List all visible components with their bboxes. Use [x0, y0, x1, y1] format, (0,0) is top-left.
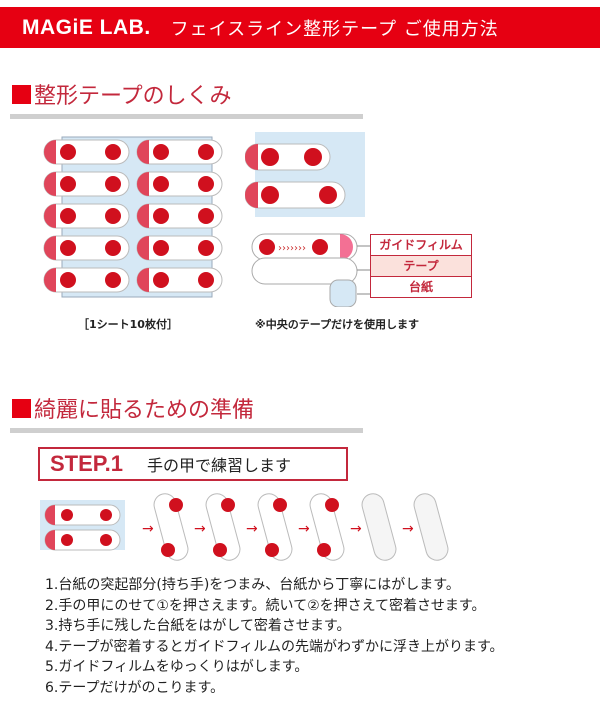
- section-title-text: 整形テープのしくみ: [34, 84, 232, 109]
- page-title: フェイスライン整形テープ ご使用方法: [170, 18, 499, 40]
- layer-illustration: ›››››››: [251, 233, 370, 307]
- tape-piece: [136, 171, 223, 197]
- tape-piece: [43, 267, 130, 293]
- instruction-item: 6.テープだけがのこります。: [45, 679, 225, 696]
- section-title-mechanism: 整形テープのしくみ: [12, 78, 232, 110]
- step-tape-figure: →: [350, 493, 397, 561]
- arrow-right-icon: →: [298, 521, 310, 537]
- step-tape-figure: →: [194, 493, 241, 561]
- peel-illustration: [245, 132, 365, 217]
- svg-text:›››››››: ›››››››: [278, 243, 306, 254]
- instruction-list: 1.台紙の突起部分(持ち手)をつまみ、台紙から丁寧にはがします。 2.手の甲にの…: [45, 575, 504, 699]
- layer-guide-film: ガイドフィルム: [371, 235, 471, 256]
- tape-piece: [43, 171, 130, 197]
- arrow-right-icon: →: [402, 521, 414, 537]
- layer-tape: テープ: [371, 256, 471, 277]
- divider: [10, 428, 363, 433]
- tape-piece: [136, 235, 223, 261]
- instruction-item: 1.台紙の突起部分(持ち手)をつまみ、台紙から丁寧にはがします。: [45, 577, 460, 593]
- bullet-square-icon: [12, 398, 31, 418]
- layer-legend: ガイドフィルム テープ 台紙: [370, 234, 472, 298]
- instruction-item: 5.ガイドフィルムをゆっくりはがします。: [45, 659, 309, 676]
- section-title-preparation: 綺麗に貼るための準備: [12, 392, 254, 424]
- arrow-right-icon: →: [194, 521, 206, 537]
- arrow-right-icon: →: [142, 521, 154, 537]
- instruction-item: 2.手の甲にのせて①を押さえます。続いて②を押さえて密着させます。: [45, 597, 486, 614]
- tape-piece: [44, 504, 121, 526]
- step-tape-figure: →: [402, 493, 449, 561]
- tape-piece: [245, 143, 331, 171]
- tape-piece: [43, 235, 130, 261]
- step-tape-figure: →: [142, 493, 189, 561]
- arrow-right-icon: →: [246, 521, 258, 537]
- arrow-right-icon: →: [350, 521, 362, 537]
- bullet-square-icon: [12, 84, 31, 104]
- section-title-text: 綺麗に貼るための準備: [34, 398, 255, 423]
- divider: [10, 114, 363, 119]
- layer-backing: 台紙: [408, 280, 433, 294]
- tape-piece: [136, 267, 223, 293]
- sheet-caption: ［1シート10枚付］: [78, 318, 178, 331]
- tape-piece: [136, 203, 223, 229]
- tape-piece: [245, 181, 346, 209]
- step-text: 手の甲で練習します: [146, 456, 291, 475]
- instruction-item: 4.テープが密着するとガイドフィルムの先端がわずかに浮き上がります。: [45, 638, 504, 655]
- step-header: STEP.1 手の甲で練習します: [38, 447, 348, 481]
- tape-piece: [43, 203, 130, 229]
- tape-piece: [44, 529, 121, 551]
- step-tape-figure: →: [298, 493, 345, 561]
- header-bar: MAGiE LAB. フェイスライン整形テープ ご使用方法: [0, 7, 600, 48]
- tape-sheet-illustration: [43, 136, 223, 298]
- step-tape-figure: →: [246, 493, 293, 561]
- step-label: STEP.1: [50, 451, 123, 476]
- step-sequence-illustration: → → → → → →: [40, 493, 449, 561]
- usage-note: ※中央のテープだけを使用します: [255, 318, 420, 331]
- brand-logo: MAGiE LAB.: [22, 15, 151, 39]
- instruction-item: 3.持ち手に残した台紙をはがして密着させます。: [45, 618, 351, 635]
- tape-piece: [43, 139, 130, 165]
- tape-piece: [136, 139, 223, 165]
